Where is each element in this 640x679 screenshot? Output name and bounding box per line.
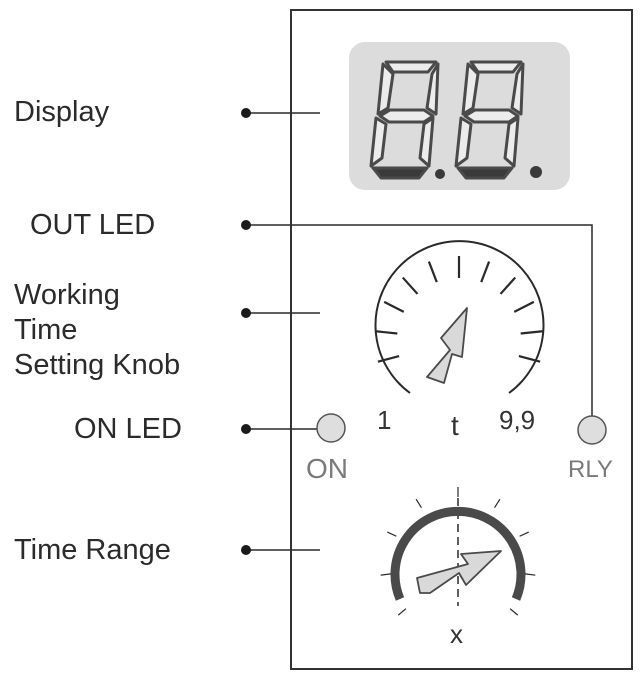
- time-dial-arc: [374, 240, 545, 394]
- range-knob-tick-4: [415, 498, 422, 508]
- time-dial-ticks: [375, 256, 543, 363]
- dial-min-label: 1: [377, 405, 392, 435]
- knob-leader-dot: [241, 308, 251, 318]
- time-dial-tick-3: [383, 300, 405, 313]
- time-dial-tick-2: [375, 330, 398, 335]
- callout-out-led: OUT LED: [30, 209, 156, 241]
- time-dial-tick-10: [520, 330, 543, 335]
- seven-segment-digit-1: [369, 60, 440, 180]
- dial-symbol-t: t: [451, 410, 459, 441]
- time-dial-tick-11: [518, 354, 541, 363]
- time-range-leader-dot: [241, 545, 251, 555]
- range-knob-arc: [390, 506, 526, 601]
- time-knob-arrow[interactable]: [426, 307, 468, 384]
- rly-led: [577, 415, 607, 445]
- range-knob-ticks: [380, 487, 536, 616]
- seven-segment-digit-2: [454, 60, 525, 180]
- range-knob-tick-8: [525, 573, 536, 576]
- decimal-point-1: [435, 169, 445, 179]
- range-knob-tick-2: [380, 573, 391, 576]
- range-knob-tick-1: [397, 608, 407, 616]
- on-led: [316, 413, 346, 443]
- time-dial-tick-8: [499, 276, 517, 295]
- out-led-leader-line: [246, 224, 593, 417]
- dial-max-label: 9,9: [499, 405, 536, 435]
- range-knob-arrow[interactable]: [416, 550, 502, 594]
- range-knob-tick-3: [387, 531, 397, 537]
- callout-display: Display: [14, 96, 110, 128]
- on-led-leader-dot: [241, 424, 251, 434]
- time-dial-tick-7: [480, 261, 491, 283]
- callout-knob-line-3: Setting Knob: [14, 349, 181, 381]
- display-leader-dot: [241, 108, 251, 118]
- on-led-label: ON: [306, 453, 348, 484]
- time-dial-tick-1: [377, 354, 400, 363]
- range-knob-symbol-x: x: [450, 619, 463, 649]
- time-dial-tick-5: [427, 261, 438, 283]
- range-knob-tick-7: [519, 531, 529, 537]
- callout-knob-line-2: Time: [14, 314, 78, 346]
- callout-knob-line-1: Working: [14, 279, 120, 311]
- range-knob-tick-6: [494, 498, 501, 508]
- decimal-point-2: [530, 166, 542, 178]
- rly-led-label: RLY: [568, 456, 613, 483]
- callout-on-led: ON LED: [74, 413, 182, 445]
- time-dial-tick-9: [513, 300, 535, 313]
- out-led-leader-dot: [241, 220, 251, 230]
- range-knob-tick-9: [509, 608, 519, 616]
- time-dial-tick-4: [401, 276, 419, 295]
- callout-time-range: Time Range: [14, 534, 171, 566]
